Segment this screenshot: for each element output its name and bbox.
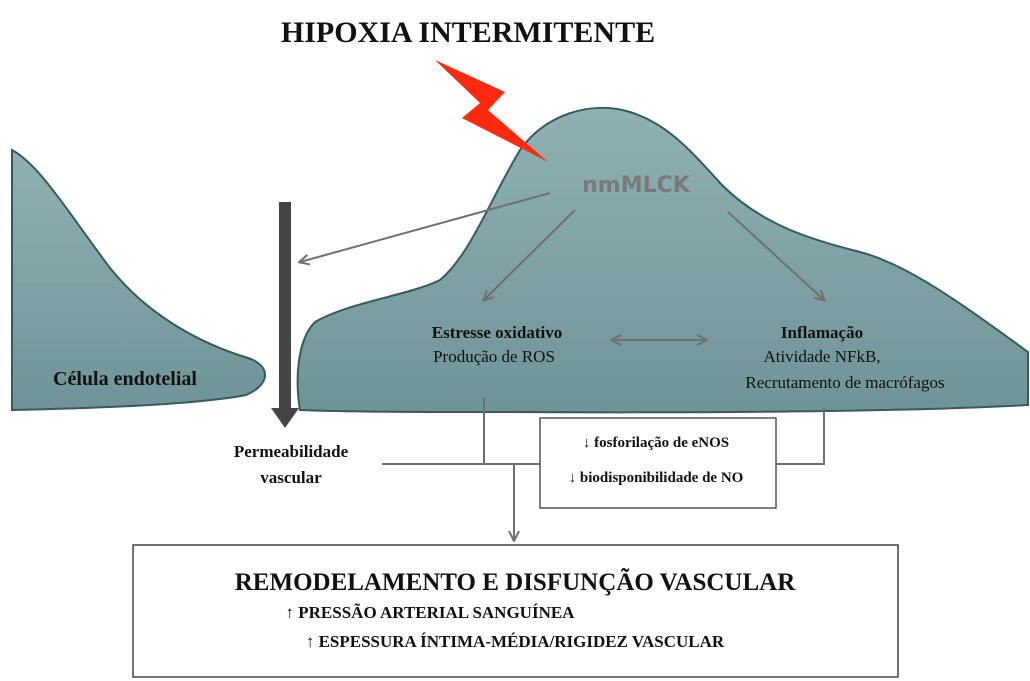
left-endothelial-cell [11,148,266,412]
outcome-box [132,544,899,678]
thick-arrow-head [271,408,299,428]
permeability-line1: Permeabilidade [234,442,349,461]
permeability-line2: vascular [260,468,322,487]
enos-line2: ↓ biodisponibilidade de NO [569,470,744,486]
arrow-to-permeability [300,192,551,262]
arrow-to-oxidative [484,209,576,300]
enos-line1: ↓ fosforilação de eNOS [583,435,729,451]
enzyme-label: nmMLCK [582,173,691,198]
connector-inflammation [776,408,825,465]
right-endothelial-cell [296,106,1029,414]
diagram-title: HIPOXIA INTERMITENTE [281,16,655,49]
cell-label: Célula endotelial [53,368,197,390]
enos-box [539,417,777,509]
oxidative-detail: Produção de ROS [433,347,555,366]
arrow-to-inflammation [727,211,824,300]
outcome-line1: ↑ PRESSÃO ARTERIAL SANGUÍNEA [286,603,576,622]
outcome-line2: ↑ ESPESSURA ÍNTIMA-MÉDIA/RIGIDEZ VASCULA… [306,632,725,651]
oxidative-title: Estresse oxidativo [432,323,563,342]
inflammation-line1: Atividade NFkB, [763,347,880,366]
lightning-icon [435,60,548,162]
inflammation-title: Inflamação [781,323,863,342]
outcome-title: REMODELAMENTO E DISFUNÇÃO VASCULAR [235,568,796,596]
inflammation-line2: Recrutamento de macrófagos [745,373,944,392]
